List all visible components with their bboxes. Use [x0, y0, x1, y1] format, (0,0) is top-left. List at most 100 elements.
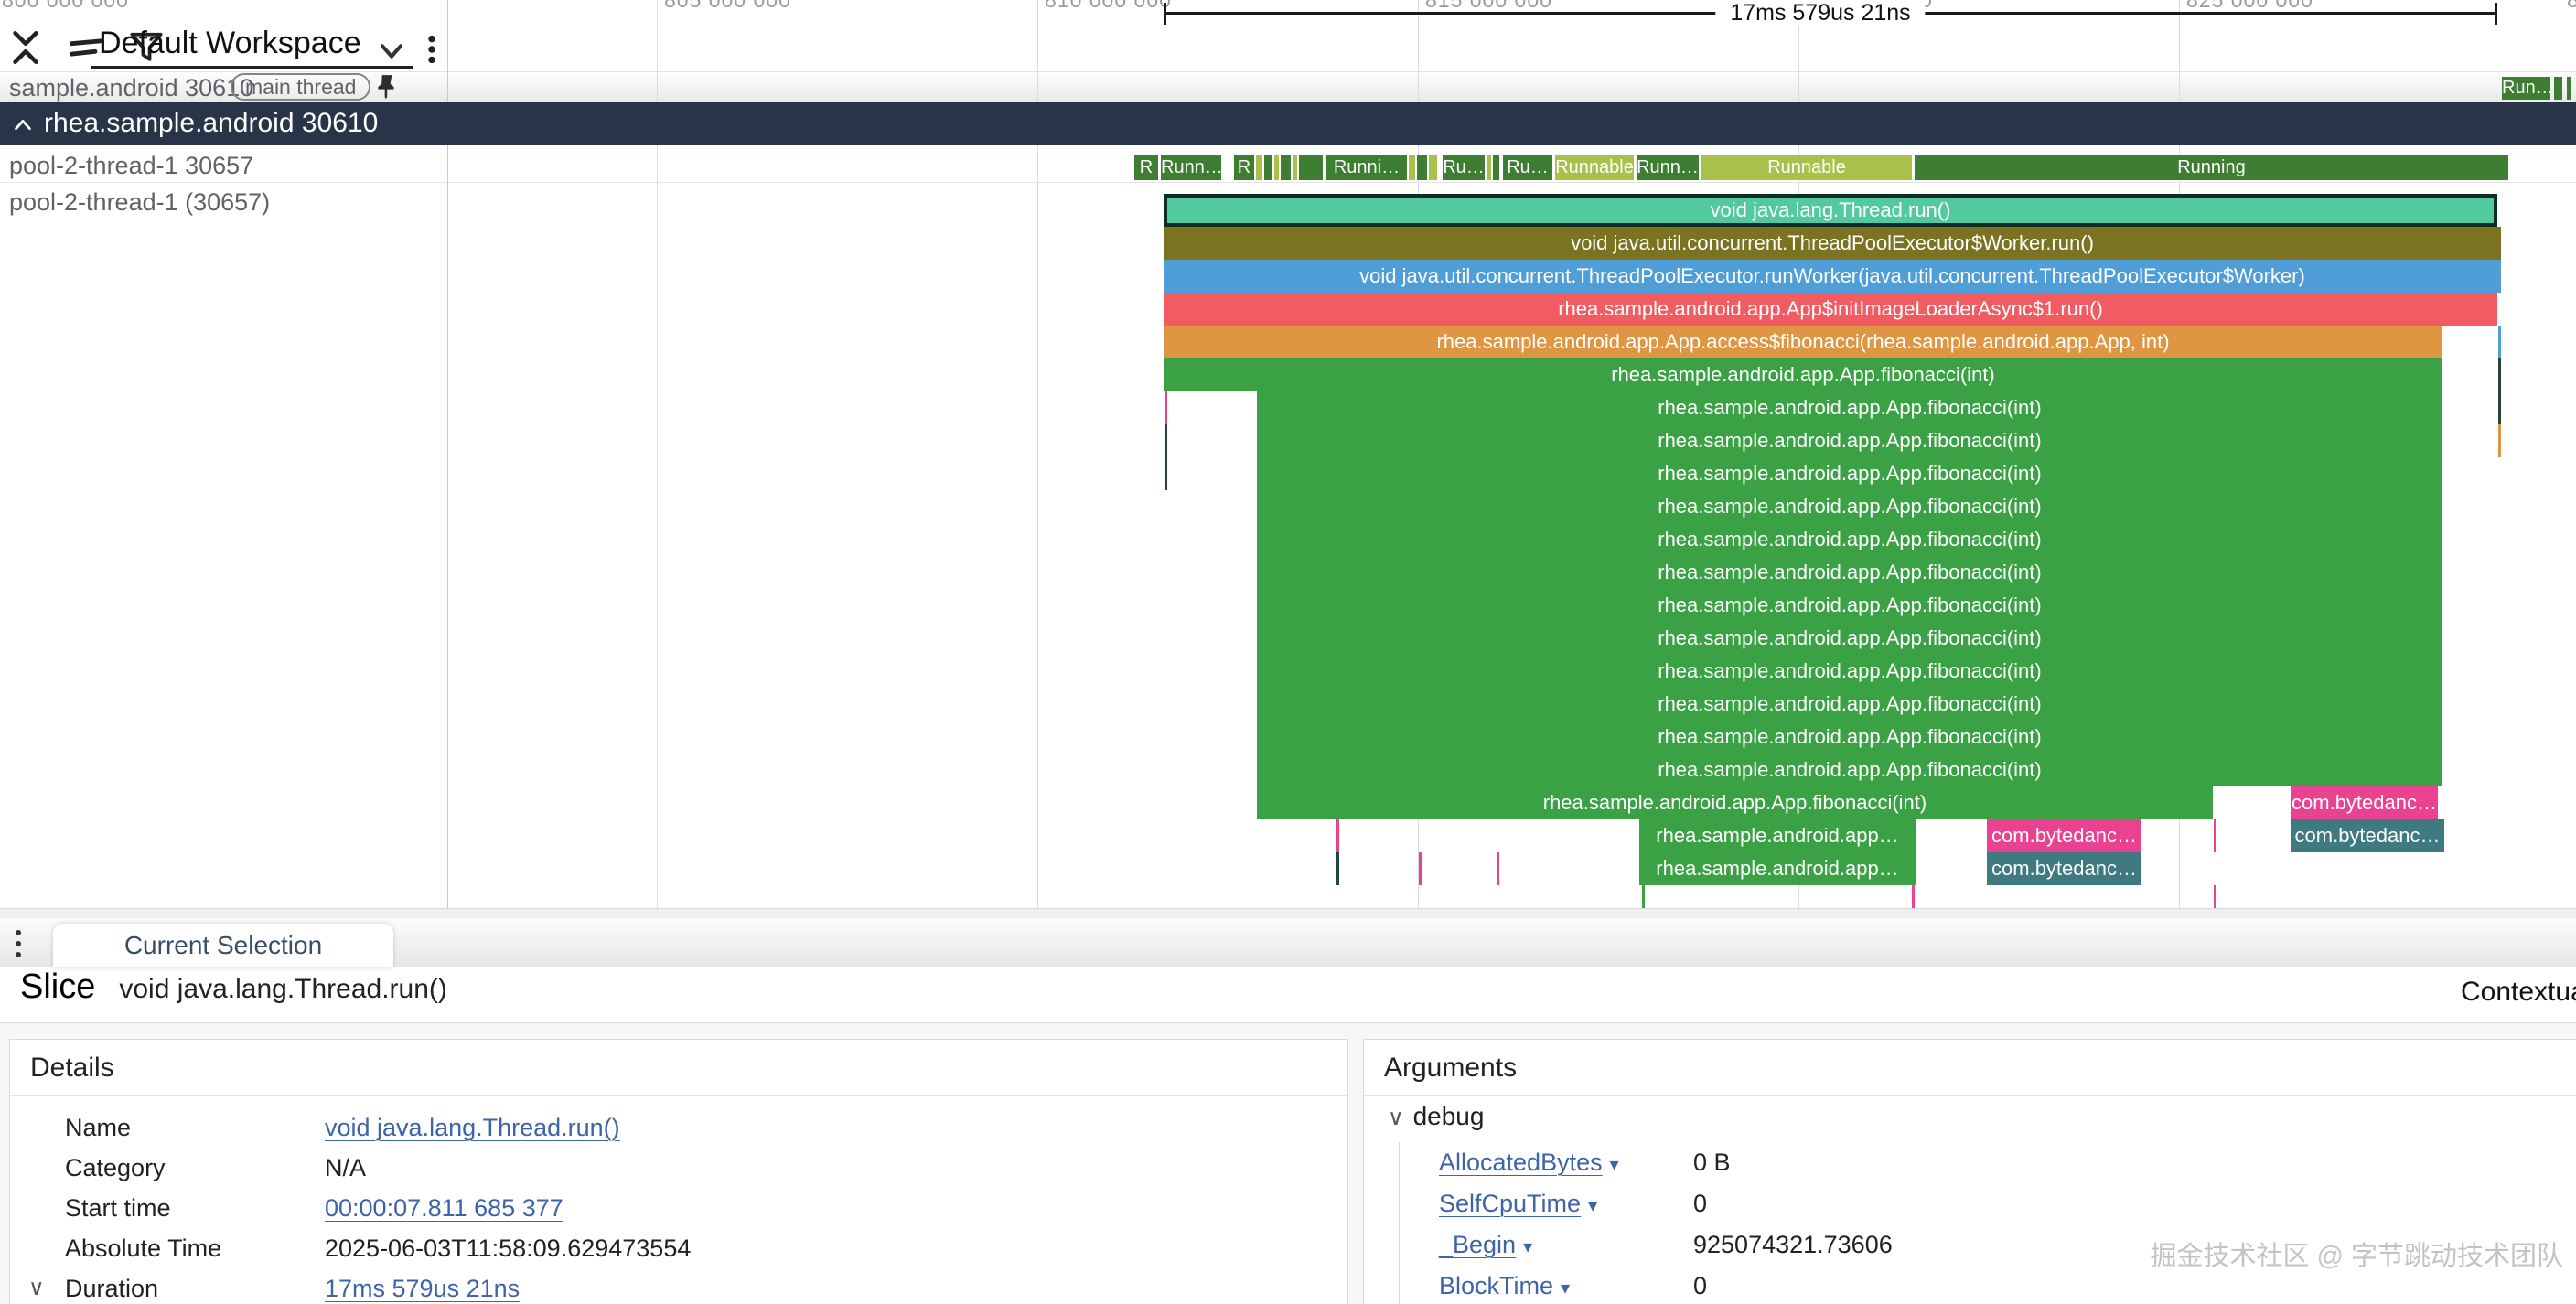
- flame-slice[interactable]: com.bytedanc…: [2291, 786, 2438, 819]
- thread-state-slice[interactable]: Ru…: [1443, 155, 1485, 180]
- track-label-thread-state[interactable]: pool-2-thread-1 30657: [9, 152, 254, 179]
- flame-slice[interactable]: [2498, 358, 2501, 391]
- flame-slice[interactable]: com.bytedanc…: [2291, 819, 2444, 852]
- dropdown-caret-icon[interactable]: ▾: [1609, 1155, 1619, 1175]
- timeline-tick-label: 830 000 000: [2567, 0, 2576, 11]
- main-thread-run-slice[interactable]: Run…: [2502, 77, 2550, 100]
- chevron-down-icon[interactable]: ∨: [28, 1276, 45, 1300]
- flame-slice[interactable]: [2214, 885, 2216, 908]
- thread-state-slice[interactable]: [1493, 155, 1499, 180]
- flame-slice[interactable]: rhea.sample.android.app.App$initImageLoa…: [1164, 293, 2497, 326]
- dropdown-caret-icon[interactable]: ▾: [1523, 1237, 1533, 1257]
- thread-state-slice[interactable]: Ru…: [1503, 155, 1552, 180]
- timeline-gridline: [1037, 0, 1038, 908]
- flame-slice[interactable]: com.bytedanc…: [1987, 819, 2141, 852]
- track-shell-border[interactable]: [447, 0, 448, 908]
- flame-slice[interactable]: rhea.sample.android.app.App.fibonacci(in…: [1257, 688, 2442, 721]
- details-value-link[interactable]: void java.lang.Thread.run(): [325, 1114, 620, 1141]
- thread-state-slice[interactable]: R: [1234, 155, 1254, 180]
- track-row-main-thread[interactable]: [0, 71, 2576, 103]
- flame-slice[interactable]: void java.util.concurrent.ThreadPoolExec…: [1164, 260, 2501, 293]
- thread-state-slice[interactable]: [1417, 155, 1427, 180]
- thread-state-slice[interactable]: [1299, 155, 1323, 180]
- thread-state-slice[interactable]: [1409, 155, 1415, 180]
- thread-state-slice[interactable]: Runnable: [1555, 155, 1634, 180]
- thread-state-slice[interactable]: Running: [1915, 155, 2508, 180]
- flame-slice[interactable]: [1912, 885, 1915, 908]
- flame-slice[interactable]: rhea.sample.android.app.App.fibonacci(in…: [1257, 391, 2442, 424]
- flame-slice[interactable]: rhea.sample.android.app.App.fibonacci(in…: [1257, 655, 2442, 688]
- argument-name-link[interactable]: BlockTime▾: [1439, 1266, 1570, 1304]
- flame-slice[interactable]: [2214, 819, 2216, 852]
- flame-slice[interactable]: [2498, 391, 2501, 424]
- flame-slice[interactable]: rhea.sample.android.app.App.fibonacci(in…: [1257, 589, 2442, 622]
- flame-slice[interactable]: [1165, 424, 1167, 457]
- thread-state-slice[interactable]: Runnable: [1701, 155, 1912, 180]
- thread-state-slice[interactable]: [1487, 155, 1491, 180]
- timeline-tick-label: 815 000 000: [1425, 0, 1581, 11]
- flame-slice[interactable]: void java.util.concurrent.ThreadPoolExec…: [1164, 227, 2501, 260]
- thread-state-slice[interactable]: Runni…: [1326, 155, 1407, 180]
- drag-handle-icon[interactable]: [9, 925, 27, 962]
- thread-state-slice[interactable]: Runn…: [1161, 155, 1221, 180]
- process-group-row[interactable]: rhea.sample.android 30610: [0, 102, 2576, 145]
- process-name: rhea.sample.android 30610: [44, 108, 379, 138]
- flame-slice[interactable]: void java.lang.Thread.run(): [1164, 194, 2497, 227]
- argument-value: 0 B: [1693, 1149, 1731, 1176]
- pin-icon[interactable]: [373, 73, 401, 101]
- chevron-down-icon[interactable]: [373, 33, 410, 69]
- kebab-menu-icon[interactable]: [413, 31, 450, 68]
- flame-slice[interactable]: [2498, 424, 2501, 457]
- flame-slice[interactable]: [1165, 457, 1167, 490]
- dropdown-caret-icon[interactable]: ▾: [1588, 1196, 1598, 1216]
- flame-slice[interactable]: rhea.sample.android.app.App.fibonacci(in…: [1257, 786, 2213, 819]
- dropdown-caret-icon[interactable]: ▾: [1561, 1278, 1571, 1299]
- thread-state-slice[interactable]: [1274, 155, 1279, 180]
- thread-state-slice[interactable]: R: [1134, 155, 1158, 180]
- contextual-options-button[interactable]: Contextual Options: [2461, 977, 2576, 1007]
- workspace-selector-label[interactable]: Default Workspace: [99, 26, 361, 60]
- flame-slice[interactable]: [2498, 326, 2501, 358]
- details-label: Category: [65, 1154, 166, 1181]
- collapse-tracks-icon[interactable]: [7, 29, 44, 66]
- flame-slice[interactable]: [1336, 852, 1339, 885]
- flame-slice[interactable]: rhea.sample.android.app…: [1639, 852, 1916, 885]
- flame-slice[interactable]: [1336, 819, 1339, 852]
- flame-slice[interactable]: rhea.sample.android.app.App.fibonacci(in…: [1257, 490, 2442, 523]
- thread-state-slice[interactable]: Runn…: [1637, 155, 1699, 180]
- flame-slice[interactable]: [1419, 852, 1422, 885]
- details-value-link[interactable]: 17ms 579us 21ns: [325, 1275, 521, 1302]
- flame-slice[interactable]: [1165, 391, 1167, 424]
- flame-slice[interactable]: rhea.sample.android.app…: [1639, 819, 1916, 852]
- flame-slice[interactable]: com.bytedanc…: [1987, 852, 2141, 885]
- argument-name-link[interactable]: AllocatedBytes▾: [1439, 1142, 1619, 1186]
- flame-slice[interactable]: rhea.sample.android.app.App.fibonacci(in…: [1257, 424, 2442, 457]
- filter-tracks-icon[interactable]: [128, 29, 165, 66]
- thread-state-slice[interactable]: [1293, 155, 1297, 180]
- flame-slice[interactable]: rhea.sample.android.app.App.fibonacci(in…: [1257, 622, 2442, 655]
- arguments-group-debug[interactable]: ∨debug: [1388, 1102, 1485, 1130]
- flame-slice[interactable]: rhea.sample.android.app.App.fibonacci(in…: [1257, 721, 2442, 754]
- main-thread-run-sliver[interactable]: [2554, 77, 2562, 100]
- argument-name-link[interactable]: SelfCpuTime▾: [1439, 1183, 1597, 1227]
- flame-slice[interactable]: rhea.sample.android.app.App.fibonacci(in…: [1257, 457, 2442, 490]
- flame-slice[interactable]: rhea.sample.android.app.App.fibonacci(in…: [1164, 358, 2442, 391]
- flame-slice[interactable]: [1642, 885, 1645, 908]
- flame-slice[interactable]: rhea.sample.android.app.App.access$fibon…: [1164, 326, 2442, 358]
- flame-slice[interactable]: rhea.sample.android.app.App.fibonacci(in…: [1257, 556, 2442, 589]
- thread-state-slice[interactable]: [1264, 155, 1272, 180]
- argument-name-link[interactable]: _Begin▾: [1439, 1224, 1532, 1268]
- thread-state-slice[interactable]: [1281, 155, 1291, 180]
- flame-slice[interactable]: [1497, 852, 1499, 885]
- track-label-thread-slices[interactable]: pool-2-thread-1 (30657): [9, 188, 271, 216]
- main-thread-run-sliver[interactable]: [2567, 77, 2571, 100]
- thread-state-slice[interactable]: [1256, 155, 1262, 180]
- flame-slice[interactable]: rhea.sample.android.app.App.fibonacci(in…: [1257, 754, 2442, 786]
- argument-value: 0: [1693, 1190, 1708, 1217]
- tab-current-selection[interactable]: Current Selection: [53, 924, 393, 967]
- flame-slice[interactable]: rhea.sample.android.app.App.fibonacci(in…: [1257, 523, 2442, 556]
- thread-state-slice[interactable]: [1429, 155, 1437, 180]
- sort-tracks-icon[interactable]: [68, 29, 104, 66]
- details-value-link[interactable]: 00:00:07.811 685 377: [325, 1194, 564, 1222]
